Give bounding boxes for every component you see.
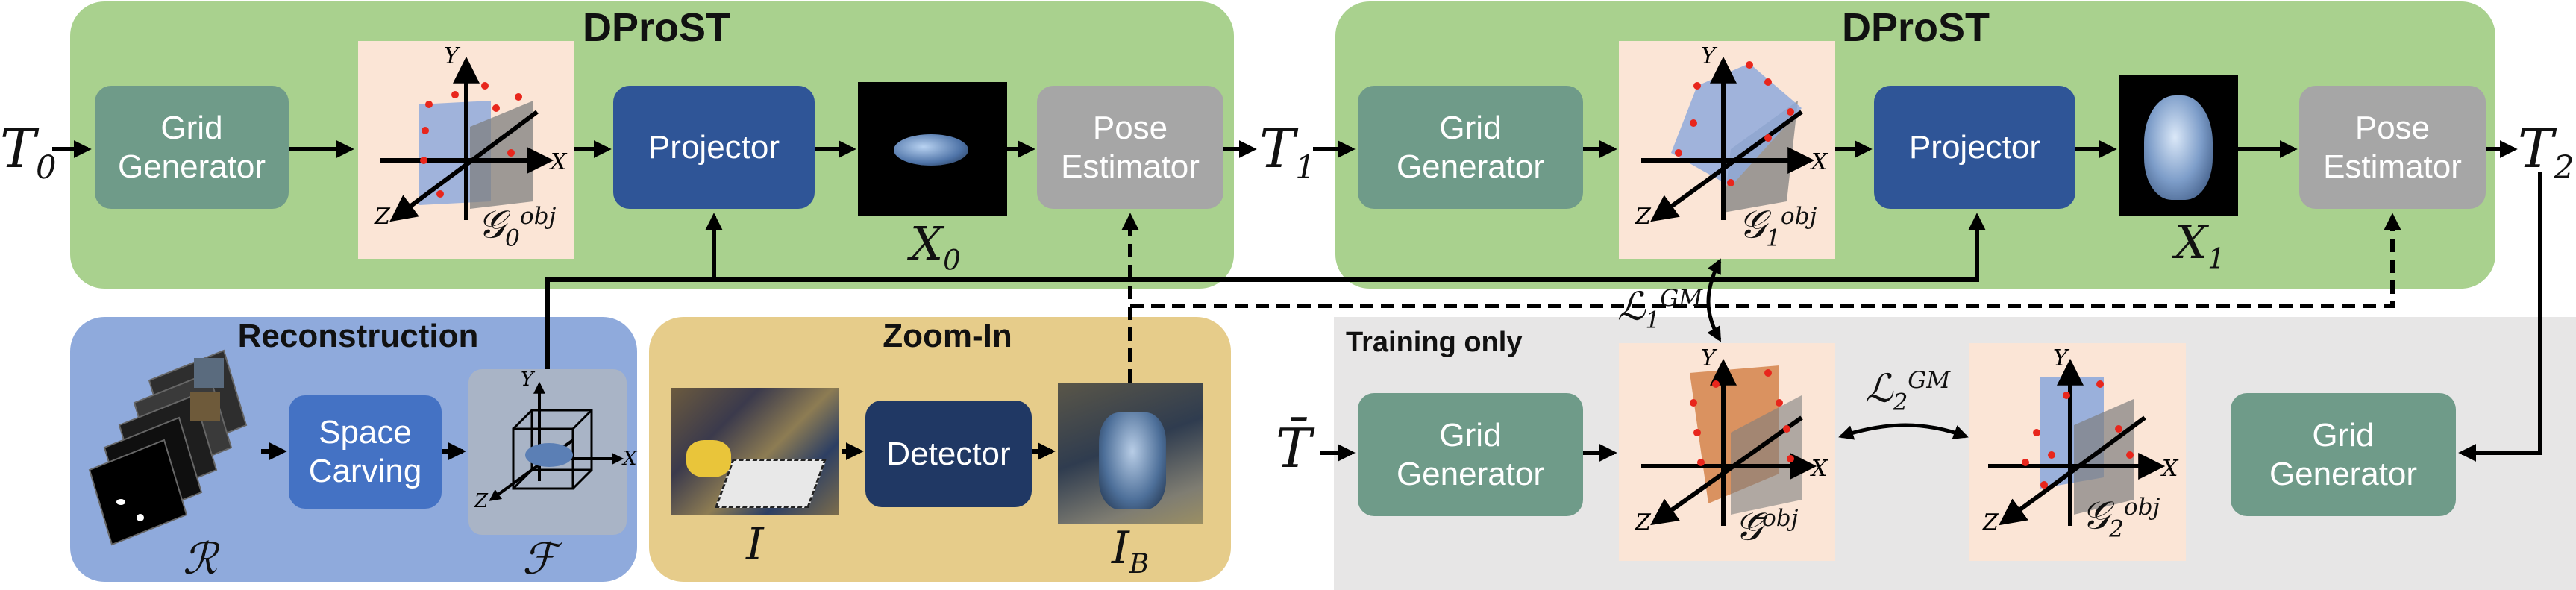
symbol-G2: 𝒢2obj — [2081, 493, 2160, 543]
cropped-image-IB — [1058, 383, 1203, 524]
flow-arrows — [52, 140, 2542, 462]
dprost-title-1: DProST — [582, 5, 731, 50]
grid-g2-z-axis — [1999, 415, 2146, 526]
symbol-Gbar: 𝒢̄obj — [1734, 504, 1799, 550]
detector-box: Detector — [865, 401, 1032, 507]
grid-g1-z-axis — [1650, 110, 1803, 222]
grid-generator-2: Grid Generator — [1358, 86, 1583, 209]
cube-wireframe — [512, 409, 593, 490]
grid-g2-points — [2022, 380, 2134, 489]
grid-g1-z-label: Z — [1635, 204, 1652, 230]
dashed-arrows — [1121, 213, 2401, 383]
grid-g1-blue — [1671, 63, 1802, 186]
pose-estimator-1: Pose Estimator — [1037, 86, 1223, 209]
grid-g1-points — [1675, 61, 1794, 186]
grid-g0-y-label: Y — [444, 43, 461, 69]
space-carving-box: Space Carving — [289, 395, 442, 509]
grid-g1-x-label: X — [1810, 149, 1828, 175]
pose-estimator-2: Pose Estimator — [2299, 86, 2486, 209]
grid-generator-3: Grid Generator — [1358, 393, 1583, 516]
grid-g1-y-label: Y — [1701, 43, 1718, 69]
grid-generator-1: Grid Generator — [95, 86, 289, 209]
grid-gbar-dark — [1731, 395, 1802, 515]
reconstruction-title: Reconstruction — [237, 318, 479, 354]
grid-g1-plot: Y X Z — [1635, 43, 1828, 230]
yellow-object — [686, 440, 731, 477]
symbol-IB: IB — [1112, 522, 1150, 580]
symbol-T0: T0 — [0, 117, 57, 187]
symbol-L2: ℒ2GM — [1865, 366, 1951, 416]
grid-g0-z-axis — [389, 110, 539, 222]
grid-gbar-z-label: Z — [1635, 509, 1652, 536]
grid-g0-z-label: Z — [374, 204, 391, 230]
symbol-G1: 𝒢1obj — [1738, 202, 1817, 252]
grid-gbar-z-axis — [1650, 415, 1803, 526]
grid-g0-x-label: X — [549, 149, 568, 175]
object-render-small — [894, 134, 968, 166]
input-image-I — [671, 388, 839, 515]
zoomin-title: Zoom-In — [883, 318, 1012, 354]
loss-l2-arrow — [1838, 423, 1969, 440]
grid-generator-4: Grid Generator — [2231, 393, 2456, 516]
feature-volume-cube: Y X Z — [474, 368, 638, 512]
cropped-object — [1099, 412, 1166, 509]
symbol-L1: ℒ1GM — [1617, 284, 1703, 334]
loss-l1-arrow — [1706, 258, 1722, 342]
cube-y-label: Y — [521, 368, 536, 391]
symbol-I: I — [746, 518, 764, 571]
grid-g2-y-label: Y — [2053, 345, 2070, 371]
grid-g2-x-label: X — [2160, 456, 2179, 482]
object-render-large — [2144, 95, 2213, 200]
cube-object — [525, 443, 573, 467]
symbol-F: ℱ — [522, 533, 557, 584]
dprost-title-2: DProST — [1841, 5, 1990, 50]
grid-g0-points — [420, 82, 522, 198]
symbol-R: ℛ — [183, 533, 218, 584]
symbol-Tbar: T̄ — [1276, 417, 1312, 480]
loss-arrows — [1706, 258, 1969, 440]
grid-gbar-points — [1690, 369, 1794, 466]
cube-z-label: Z — [474, 490, 489, 512]
render-x0-image — [858, 82, 1007, 216]
projector-2: Projector — [1874, 86, 2075, 209]
symbol-T2: T2 — [2518, 117, 2575, 187]
grid-gbar-x-label: X — [1810, 456, 1828, 482]
cube-x-label: X — [621, 448, 638, 470]
grid-gbar-plot: Y X Z — [1635, 345, 1828, 536]
training-title: Training only — [1346, 327, 1523, 358]
grid-g0-plot: Y X Z — [374, 43, 568, 230]
grid-gbar-y-label: Y — [1701, 345, 1718, 371]
render-x1-image — [2119, 75, 2238, 216]
grid-g2-plot: Y X Z — [1982, 345, 2179, 536]
symbol-G0: 𝒢0obj — [477, 202, 557, 252]
symbol-T1: T1 — [1259, 117, 1316, 187]
grid-g2-z-label: Z — [1982, 509, 1999, 536]
symbol-X0: X0 — [910, 216, 961, 277]
projector-1: Projector — [613, 86, 815, 209]
symbol-X1: X1 — [2175, 215, 2225, 275]
reference-images — [88, 349, 248, 546]
